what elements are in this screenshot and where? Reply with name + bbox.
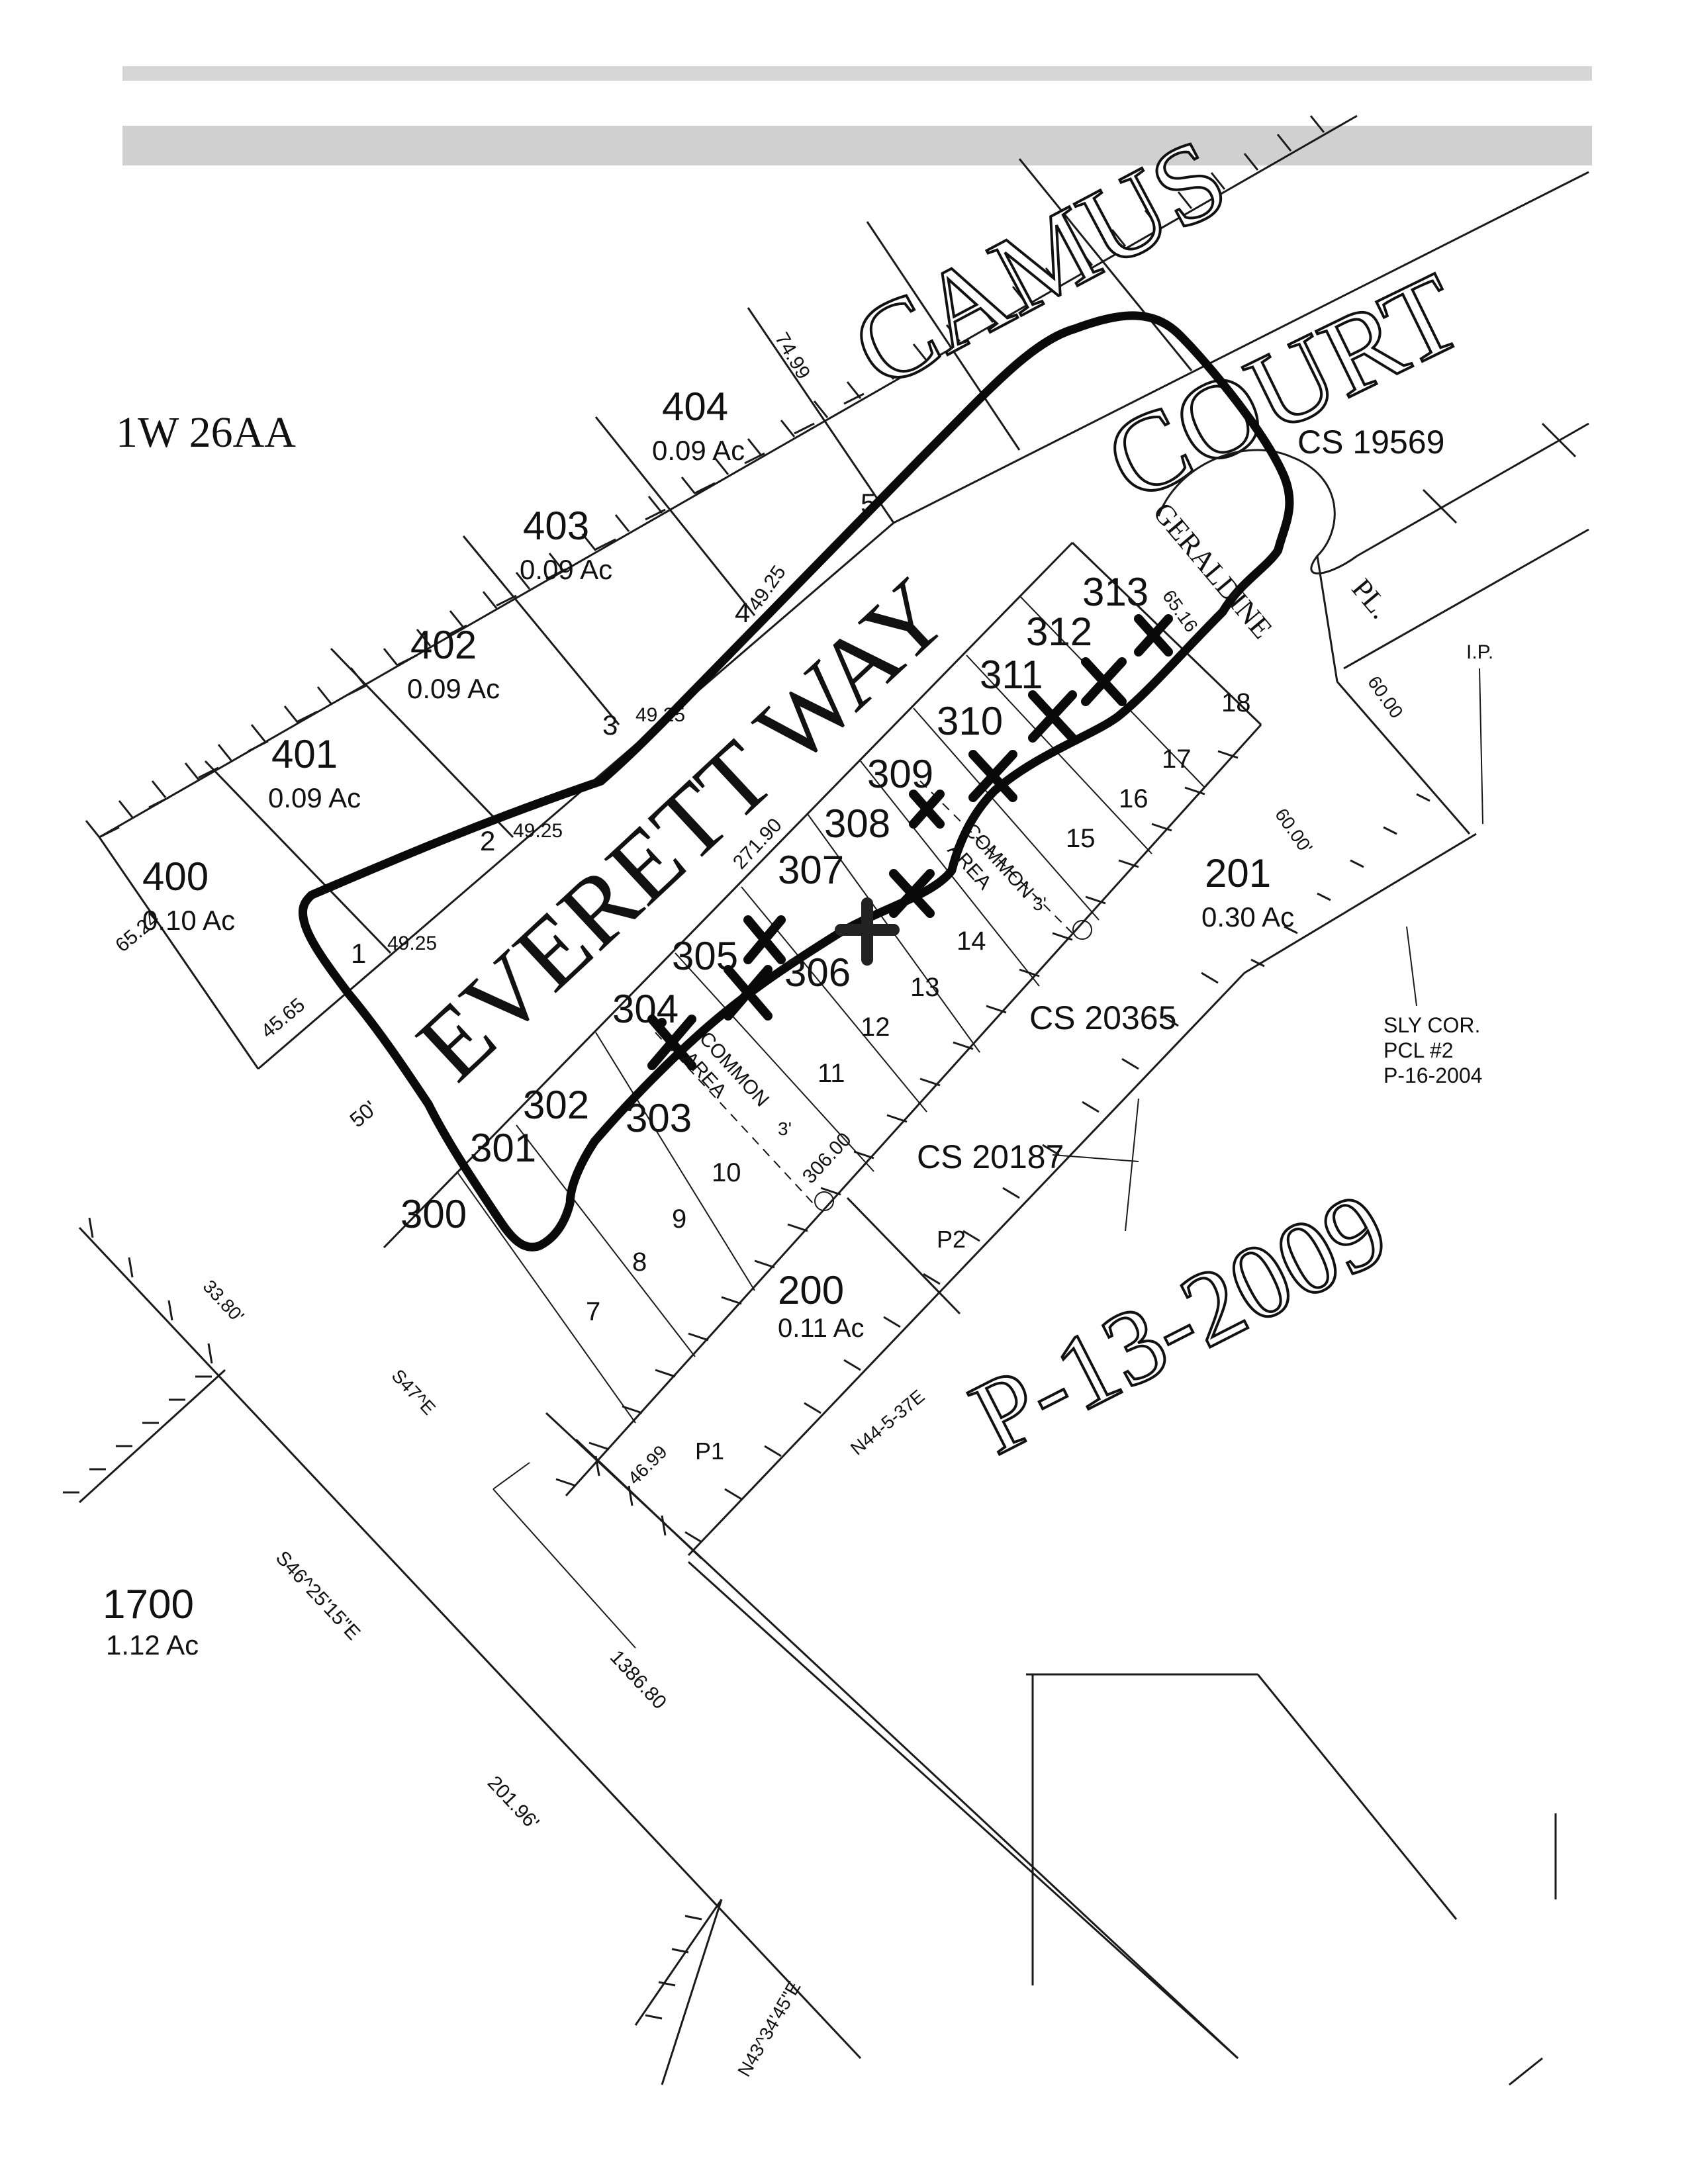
parcel-1700: 1700 1.12 Ac — [103, 1582, 199, 1661]
pad-p2: P2 — [937, 1226, 966, 1253]
svg-text:404: 404 — [662, 385, 728, 429]
unit-312: 312 — [1026, 610, 1092, 654]
svg-text:1700: 1700 — [103, 1582, 194, 1627]
dim-33-80: 33.80' — [199, 1276, 248, 1326]
top-shaded-band-2 — [122, 126, 1592, 165]
svg-text:0.10 Ac: 0.10 Ac — [142, 905, 235, 936]
svg-text:402: 402 — [410, 623, 477, 667]
svg-text:0.30 Ac: 0.30 Ac — [1201, 901, 1294, 933]
lot-7: 7 — [586, 1297, 600, 1326]
svg-text:0.09 Ac: 0.09 Ac — [520, 554, 612, 585]
unit-308: 308 — [824, 801, 890, 846]
common-area-label-1: COMMON AREA 3' — [679, 1028, 792, 1139]
condo-block — [383, 541, 1262, 1497]
pl-label: PL. — [1345, 572, 1397, 625]
unit-304: 304 — [612, 987, 679, 1031]
dim-s46-25-15: S46^25'15"E — [271, 1547, 364, 1644]
lot-14: 14 — [957, 927, 986, 956]
dim-1386-80: 1386.80 — [606, 1646, 671, 1713]
lot-12: 12 — [861, 1013, 890, 1042]
svg-text:201: 201 — [1205, 851, 1271, 895]
parcel-400: 400 0.10 Ac — [142, 854, 235, 936]
parcel-404: 404 0.09 Ac — [652, 385, 745, 466]
cs-19569: CS 19569 — [1297, 424, 1444, 461]
cul-de-sac — [1157, 449, 1358, 574]
dim-n43: N43^34'45"E — [733, 1978, 804, 2080]
svg-text:200: 200 — [778, 1268, 844, 1312]
unit-301: 301 — [470, 1126, 536, 1170]
svg-text:403: 403 — [523, 504, 589, 548]
plat-label: P-13-2009 — [953, 1169, 1405, 1477]
lot-2: 2 — [480, 825, 495, 856]
lower-road — [63, 1217, 1239, 2060]
unit-306: 306 — [784, 950, 851, 995]
cs-20365: CS 20365 — [1029, 999, 1176, 1036]
svg-text:401: 401 — [271, 732, 338, 776]
svg-text:0.09 Ac: 0.09 Ac — [407, 673, 500, 704]
lot-9: 9 — [672, 1205, 686, 1234]
parcel-402: 402 0.09 Ac — [407, 623, 500, 704]
dim-46-99: 46.99 — [624, 1441, 671, 1488]
svg-text:PCL #2: PCL #2 — [1383, 1038, 1454, 1062]
svg-text:1.12 Ac: 1.12 Ac — [106, 1629, 199, 1661]
map-number: 1W 26AA — [116, 408, 296, 457]
parcel-200: 200 0.11 Ac — [778, 1268, 864, 1343]
parcel-201: 201 0.30 Ac — [1201, 851, 1294, 933]
dim-s47: S47^E — [388, 1365, 440, 1419]
lot-15: 15 — [1066, 824, 1096, 853]
svg-text:0.09 Ac: 0.09 Ac — [268, 782, 361, 813]
lot-18: 18 — [1221, 688, 1251, 717]
svg-text:SLY COR.: SLY COR. — [1383, 1013, 1480, 1037]
lot-3: 3 — [602, 709, 618, 741]
lot-1: 1 — [351, 938, 366, 969]
parcel-403: 403 0.09 Ac — [520, 504, 612, 585]
plus-mark — [835, 897, 900, 966]
x-marks — [647, 614, 1173, 1070]
ip-label: I.P. — [1466, 641, 1493, 663]
dim-49-25-b: 49.25 — [513, 820, 563, 842]
common-area-label-2: COMMON AREA 3' — [943, 819, 1047, 914]
dim-306-00: 306.00 — [798, 1128, 856, 1188]
unit-302: 302 — [523, 1083, 589, 1127]
svg-text:0.11 Ac: 0.11 Ac — [778, 1314, 864, 1343]
dim-201-96: 201.96' — [483, 1772, 543, 1834]
unit-311: 311 — [980, 653, 1043, 697]
lot-13: 13 — [910, 973, 940, 1002]
unit-310: 310 — [937, 699, 1003, 743]
lot-17: 17 — [1162, 745, 1192, 774]
svg-text:3': 3' — [1033, 893, 1047, 914]
unit-300: 300 — [400, 1192, 467, 1236]
dim-60-00-prime: 60.00' — [1271, 805, 1317, 858]
svg-text:400: 400 — [142, 854, 209, 899]
unit-303: 303 — [626, 1096, 692, 1140]
top-shaded-band — [122, 66, 1592, 81]
sly-cor-note: SLY COR. PCL #2 P-16-2004 — [1383, 1013, 1482, 1087]
unit-309: 309 — [867, 752, 933, 796]
dim-49-25-d: 49.25 — [744, 562, 790, 615]
parcel-401: 401 0.09 Ac — [268, 732, 361, 813]
dim-60-00: 60.00 — [1364, 672, 1407, 722]
dim-74-99: 74.99 — [771, 329, 814, 383]
dim-49-25-a: 49.25 — [387, 933, 437, 954]
lot-16: 16 — [1119, 784, 1149, 813]
lot-11: 11 — [818, 1059, 845, 1088]
dim-45-65: 45.65 — [257, 994, 309, 1043]
unit-307: 307 — [778, 848, 844, 892]
lot-8: 8 — [632, 1248, 647, 1277]
pad-p1: P1 — [695, 1437, 724, 1465]
rear-line-hatching — [85, 115, 1325, 838]
unit-313: 313 — [1082, 570, 1149, 614]
svg-text:P-16-2004: P-16-2004 — [1383, 1064, 1482, 1087]
dim-50: 50' — [345, 1096, 381, 1132]
dim-n44: N44-5-37E — [847, 1386, 929, 1459]
svg-text:0.09 Ac: 0.09 Ac — [652, 435, 745, 466]
svg-text:3': 3' — [778, 1118, 792, 1139]
cs-20187: CS 20187 — [917, 1138, 1064, 1175]
lot-10: 10 — [712, 1158, 741, 1187]
lot-4: 4 — [735, 597, 750, 628]
